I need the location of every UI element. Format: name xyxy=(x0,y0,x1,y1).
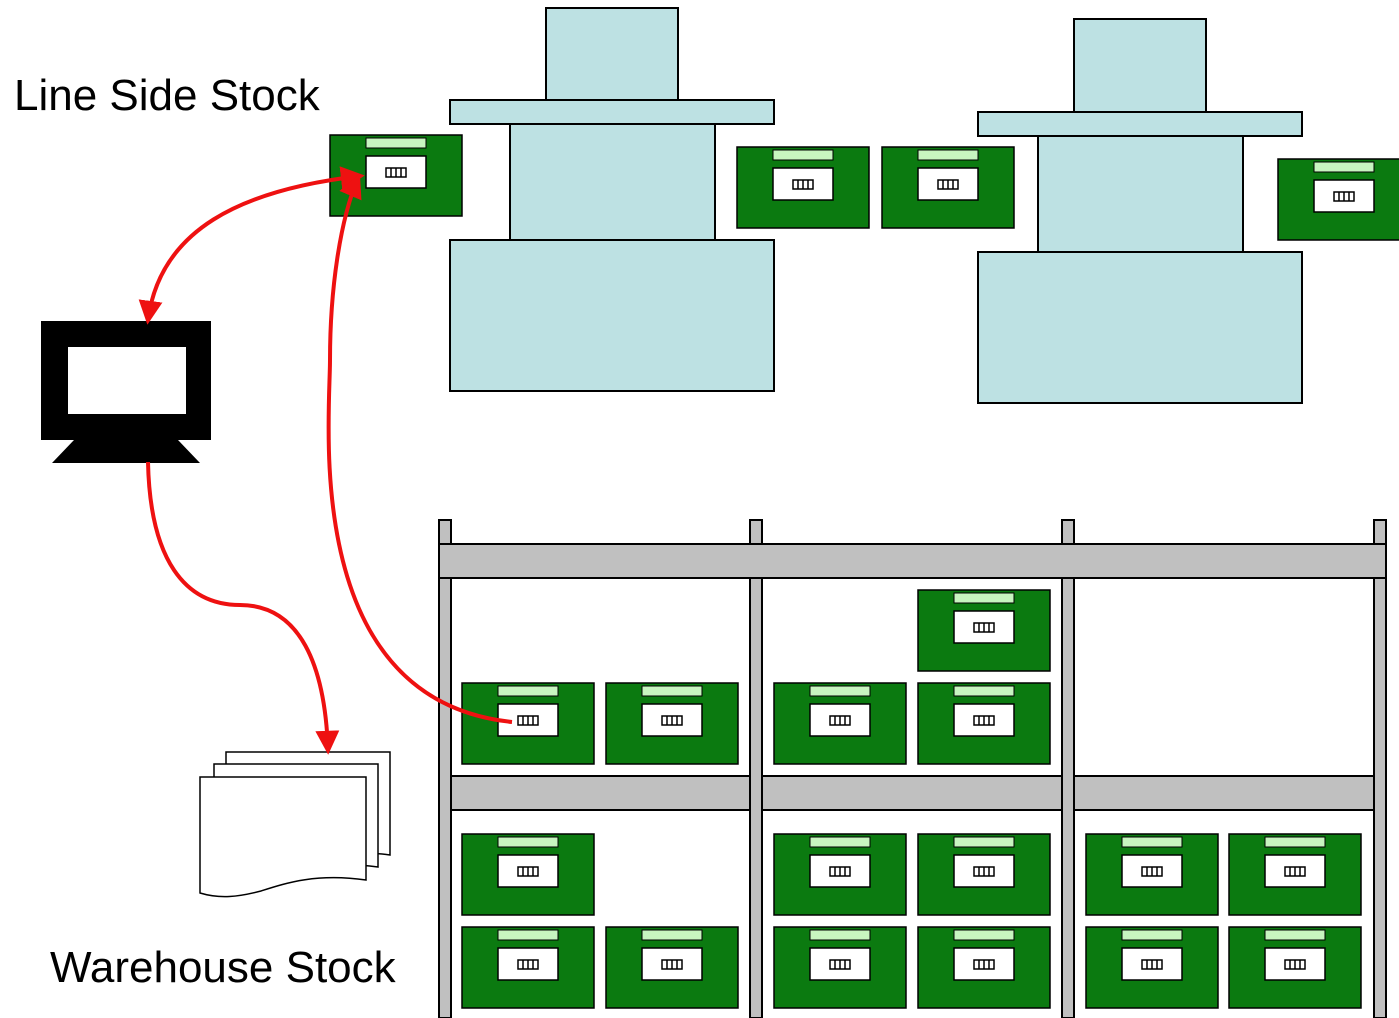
warehouse-bin xyxy=(773,833,907,916)
warehouse-rack xyxy=(438,519,1387,1018)
warehouse-bin xyxy=(461,833,595,916)
computer-terminal-icon xyxy=(41,321,211,463)
warehouse-bin xyxy=(917,682,1051,765)
warehouse-bin xyxy=(773,926,907,1009)
warehouse-stock-label: Warehouse Stock xyxy=(50,943,396,992)
warehouse-bin xyxy=(917,926,1051,1009)
warehouse-bin xyxy=(605,682,739,765)
warehouse-bin xyxy=(1228,926,1362,1009)
warehouse-bin xyxy=(773,682,907,765)
arrow-bin-to-terminal xyxy=(138,166,365,325)
machine-right xyxy=(977,18,1303,404)
machine-left xyxy=(449,7,775,392)
warehouse-bin xyxy=(1228,833,1362,916)
line-side-bin-4 xyxy=(1277,158,1399,241)
warehouse-bin xyxy=(1085,833,1219,916)
warehouse-bin xyxy=(917,833,1051,916)
arrow-warehouse-bin-to-line-side xyxy=(326,173,513,724)
warehouse-bin xyxy=(461,682,595,765)
arrow-terminal-to-documents xyxy=(146,461,340,755)
warehouse-bin xyxy=(461,926,595,1009)
line-side-bin-3 xyxy=(881,146,1015,229)
warehouse-bin xyxy=(917,589,1051,672)
document-stack-icon xyxy=(199,751,391,898)
warehouse-bin xyxy=(1085,926,1219,1009)
line-side-stock-label: Line Side Stock xyxy=(14,71,320,120)
line-side-bin-2 xyxy=(736,146,870,229)
warehouse-bin xyxy=(605,926,739,1009)
